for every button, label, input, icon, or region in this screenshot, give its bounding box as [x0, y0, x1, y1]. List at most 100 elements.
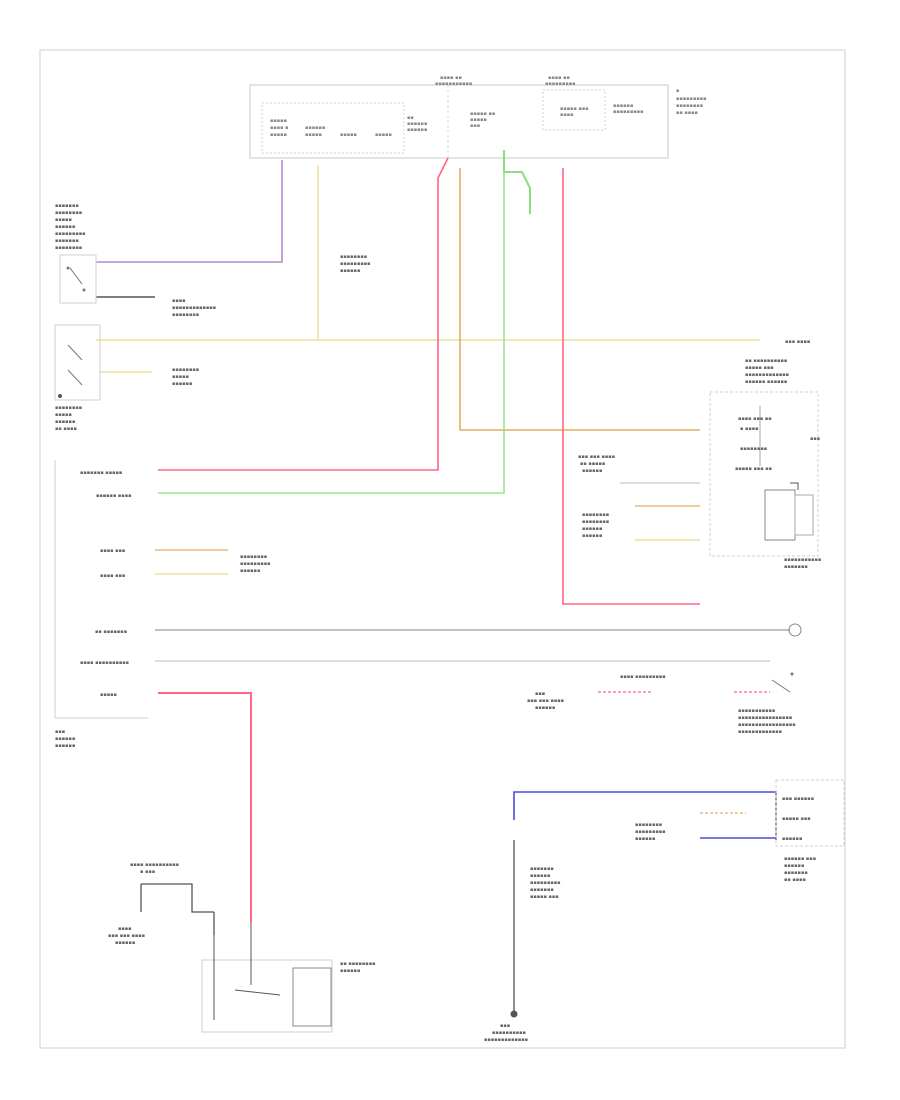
svg-text:▪▪: ▪▪ [407, 115, 414, 121]
svg-text:▪: ▪ [676, 88, 679, 94]
svg-text:▪▪▪▪▪ ▪▪: ▪▪▪▪▪ ▪▪ [470, 111, 495, 117]
wire-blue [513, 791, 776, 820]
svg-text:▪▪▪▪: ▪▪▪▪ [118, 926, 132, 932]
svg-text:▪ ▪▪▪: ▪ ▪▪▪ [140, 869, 155, 875]
right-bottom-connector: ▪▪▪ ▪▪▪▪▪▪ ▪▪▪▪▪ ▪▪▪ ▪▪▪▪▪▪ ▪▪▪▪▪▪ ▪▪▪ ▪… [530, 779, 845, 900]
svg-text:▪▪▪: ▪▪▪ [535, 691, 545, 697]
svg-text:▪▪▪▪▪▪▪▪: ▪▪▪▪▪▪▪▪ [676, 103, 703, 109]
svg-text:▪▪▪▪: ▪▪▪▪ [172, 298, 186, 304]
svg-text:▪▪▪▪▪▪: ▪▪▪▪▪▪ [240, 568, 260, 574]
right-side-labels: ▪▪▪ ▪▪▪ ▪▪▪▪ ▪▪ ▪▪▪▪▪ ▪▪▪▪▪▪ ▪▪▪▪▪▪▪▪ ▪▪… [172, 254, 615, 574]
svg-text:▪ ▪▪▪▪: ▪ ▪▪▪▪ [740, 426, 759, 432]
svg-text:▪▪▪▪▪▪▪▪▪▪▪▪▪: ▪▪▪▪▪▪▪▪▪▪▪▪▪ [484, 1037, 528, 1043]
svg-text:▪▪▪▪▪▪▪▪: ▪▪▪▪▪▪▪▪ [740, 446, 767, 452]
svg-text:▪▪▪▪ ▪▪: ▪▪▪▪ ▪▪ [548, 75, 570, 81]
svg-text:▪▪▪▪▪▪: ▪▪▪▪▪▪ [172, 381, 192, 387]
svg-text:▪▪▪▪▪▪▪: ▪▪▪▪▪▪▪ [530, 887, 554, 893]
bottom-left-switch-box: ▪▪▪▪ ▪▪▪▪▪▪▪▪▪▪ ▪ ▪▪▪ ▪▪▪▪ ▪▪▪ ▪▪▪ ▪▪▪▪ … [108, 862, 375, 1033]
svg-text:▪▪▪▪▪ ▪▪▪: ▪▪▪▪▪ ▪▪▪ [560, 106, 589, 112]
svg-text:▪▪▪: ▪▪▪ [500, 1023, 510, 1029]
svg-text:▪▪▪▪▪: ▪▪▪▪▪ [470, 117, 487, 123]
svg-text:▪▪▪▪▪▪▪▪▪: ▪▪▪▪▪▪▪▪▪ [340, 261, 371, 267]
svg-text:▪▪▪▪▪▪▪▪▪: ▪▪▪▪▪▪▪▪▪ [545, 81, 576, 87]
svg-text:▪▪▪▪▪▪▪▪: ▪▪▪▪▪▪▪▪ [582, 519, 609, 525]
svg-text:▪▪▪▪▪▪: ▪▪▪▪▪▪ [582, 526, 602, 532]
wire-red-left [158, 157, 449, 471]
right-instrument-box: ▪▪▪▪ ▪▪▪ ▪▪ ▪ ▪▪▪▪ ▪▪▪▪▪▪▪▪ ▪▪▪▪▪ ▪▪▪ ▪▪… [709, 339, 821, 570]
svg-text:▪▪▪▪▪▪▪▪: ▪▪▪▪▪▪▪▪ [172, 367, 199, 373]
svg-text:▪▪▪▪▪▪: ▪▪▪▪▪▪ [55, 224, 75, 230]
svg-text:▪▪▪▪▪▪ ▪▪▪▪▪▪: ▪▪▪▪▪▪ ▪▪▪▪▪▪ [745, 379, 787, 385]
svg-text:▪▪▪▪▪▪ ▪▪▪▪: ▪▪▪▪▪▪ ▪▪▪▪ [96, 493, 131, 499]
svg-text:▪▪▪▪▪▪▪: ▪▪▪▪▪▪▪ [55, 203, 79, 209]
wire-red-bottom [158, 692, 252, 922]
svg-text:▪▪ ▪▪▪▪▪: ▪▪ ▪▪▪▪▪ [580, 461, 605, 467]
left-switch-lower: ▪▪▪▪▪▪▪▪ ▪▪▪▪▪ ▪▪▪▪▪▪ ▪▪ ▪▪▪▪ [54, 324, 101, 432]
svg-text:▪▪▪▪▪ ▪▪▪ ▪▪: ▪▪▪▪▪ ▪▪▪ ▪▪ [735, 466, 772, 472]
svg-text:▪▪▪▪▪▪: ▪▪▪▪▪▪ [635, 836, 655, 842]
svg-text:▪▪▪▪▪▪: ▪▪▪▪▪▪ [535, 705, 555, 711]
svg-text:▪▪▪▪▪▪: ▪▪▪▪▪▪ [407, 121, 427, 127]
svg-text:▪▪▪▪▪▪▪: ▪▪▪▪▪▪▪ [784, 564, 808, 570]
svg-text:▪▪▪▪▪▪▪▪▪▪▪▪▪: ▪▪▪▪▪▪▪▪▪▪▪▪▪ [172, 305, 216, 311]
top-control-module: ▪▪▪▪ ▪▪ ▪▪▪▪▪▪▪▪▪▪▪ ▪▪▪▪ ▪▪ ▪▪▪▪▪▪▪▪▪ ▪▪… [249, 75, 707, 159]
svg-text:▪▪▪▪▪▪▪▪▪▪▪: ▪▪▪▪▪▪▪▪▪▪▪ [784, 557, 821, 563]
wire-red-right [562, 168, 700, 605]
svg-text:▪▪▪▪▪: ▪▪▪▪▪ [375, 132, 392, 138]
svg-text:▪▪▪▪▪▪▪ ▪▪▪▪▪: ▪▪▪▪▪▪▪ ▪▪▪▪▪ [80, 470, 122, 476]
svg-text:▪▪▪▪▪: ▪▪▪▪▪ [270, 132, 287, 138]
ground-point: ▪▪▪ ▪▪▪▪▪▪▪▪▪▪ ▪▪▪▪▪▪▪▪▪▪▪▪▪ [484, 1010, 528, 1043]
svg-text:▪▪▪▪▪▪: ▪▪▪▪▪▪ [340, 268, 360, 274]
svg-text:▪▪▪▪▪▪: ▪▪▪▪▪▪ [582, 533, 602, 539]
svg-text:▪▪▪▪▪▪▪▪▪▪▪: ▪▪▪▪▪▪▪▪▪▪▪ [435, 81, 472, 87]
svg-text:▪▪▪▪▪: ▪▪▪▪▪ [305, 132, 322, 138]
svg-text:▪▪▪▪▪ ▪▪▪: ▪▪▪▪▪ ▪▪▪ [782, 816, 811, 822]
svg-text:▪▪▪▪▪▪▪▪▪▪▪▪▪: ▪▪▪▪▪▪▪▪▪▪▪▪▪ [745, 372, 789, 378]
svg-text:▪▪▪▪ ▪▪▪: ▪▪▪▪ ▪▪▪ [100, 548, 125, 554]
diagram-frame [39, 49, 846, 1049]
svg-text:▪▪▪▪▪: ▪▪▪▪▪ [270, 118, 287, 124]
svg-text:▪▪▪▪ ▪▪▪ ▪▪: ▪▪▪▪ ▪▪▪ ▪▪ [738, 416, 772, 422]
svg-text:▪▪▪▪▪▪▪▪▪▪: ▪▪▪▪▪▪▪▪▪▪ [492, 1030, 526, 1036]
svg-text:▪▪▪▪▪: ▪▪▪▪▪ [55, 412, 72, 418]
svg-text:▪▪▪▪▪▪▪: ▪▪▪▪▪▪▪ [784, 870, 808, 876]
svg-text:▪▪▪▪▪▪: ▪▪▪▪▪▪ [305, 125, 325, 131]
svg-text:▪▪ ▪▪▪▪▪▪▪▪▪▪: ▪▪ ▪▪▪▪▪▪▪▪▪▪ [745, 358, 787, 364]
svg-text:▪▪▪▪ ▪▪▪▪▪▪▪▪▪: ▪▪▪▪ ▪▪▪▪▪▪▪▪▪ [620, 674, 666, 680]
svg-text:▪▪▪▪▪▪: ▪▪▪▪▪▪ [55, 743, 75, 749]
svg-text:▪▪▪▪▪▪▪▪▪: ▪▪▪▪▪▪▪▪▪ [530, 880, 561, 886]
svg-text:▪▪▪▪▪▪▪: ▪▪▪▪▪▪▪ [55, 238, 79, 244]
svg-text:▪▪▪▪▪▪▪▪: ▪▪▪▪▪▪▪▪ [582, 512, 609, 518]
svg-text:▪▪ ▪▪▪▪: ▪▪ ▪▪▪▪ [55, 426, 77, 432]
svg-text:▪▪▪▪▪▪: ▪▪▪▪▪▪ [55, 736, 75, 742]
svg-text:▪▪ ▪▪▪▪▪▪▪▪: ▪▪ ▪▪▪▪▪▪▪▪ [340, 961, 375, 967]
svg-text:▪▪▪▪▪▪▪▪: ▪▪▪▪▪▪▪▪ [240, 554, 267, 560]
svg-text:▪▪▪▪ ▪▪▪: ▪▪▪▪ ▪▪▪ [100, 573, 125, 579]
svg-text:▪▪▪ ▪▪▪▪▪▪: ▪▪▪ ▪▪▪▪▪▪ [782, 796, 814, 802]
wire-green-long [158, 172, 505, 494]
svg-text:▪▪▪ ▪▪▪ ▪▪▪▪: ▪▪▪ ▪▪▪ ▪▪▪▪ [108, 933, 145, 939]
svg-text:▪▪▪▪▪▪: ▪▪▪▪▪▪ [530, 873, 550, 879]
left-switch-upper: ▪▪▪▪▪▪▪ ▪▪▪▪▪▪▪▪ ▪▪▪▪▪ ▪▪▪▪▪▪ ▪▪▪▪▪▪▪▪▪ … [55, 203, 97, 304]
svg-text:▪▪▪▪▪▪▪▪: ▪▪▪▪▪▪▪▪ [172, 312, 199, 318]
svg-text:▪▪ ▪▪▪▪: ▪▪ ▪▪▪▪ [784, 877, 806, 883]
svg-text:▪▪▪▪▪▪▪▪▪: ▪▪▪▪▪▪▪▪▪ [635, 829, 666, 835]
svg-text:▪▪▪▪▪▪▪▪: ▪▪▪▪▪▪▪▪ [55, 245, 82, 251]
wire-violet [96, 160, 283, 263]
svg-text:▪▪▪▪▪: ▪▪▪▪▪ [172, 374, 189, 380]
svg-text:▪▪▪▪▪▪: ▪▪▪▪▪▪ [115, 940, 135, 946]
svg-text:▪▪▪▪▪▪▪▪: ▪▪▪▪▪▪▪▪ [55, 210, 82, 216]
svg-text:▪▪▪▪ ▪: ▪▪▪▪ ▪ [270, 125, 289, 131]
svg-text:▪▪▪ ▪▪▪▪: ▪▪▪ ▪▪▪▪ [785, 339, 810, 345]
svg-text:▪▪▪▪▪ ▪▪▪: ▪▪▪▪▪ ▪▪▪ [530, 894, 559, 900]
right-side-switch: ▪▪▪▪▪▪▪▪▪▪▪ ▪▪▪▪▪▪▪▪▪▪▪▪▪▪▪▪ ▪▪▪▪▪▪▪▪▪▪▪… [527, 623, 802, 735]
svg-text:▪▪ ▪▪▪▪: ▪▪ ▪▪▪▪ [676, 110, 698, 116]
svg-text:▪▪▪▪▪▪▪▪▪: ▪▪▪▪▪▪▪▪▪ [676, 96, 707, 102]
svg-text:▪▪▪▪▪▪▪▪▪▪▪▪▪▪▪▪: ▪▪▪▪▪▪▪▪▪▪▪▪▪▪▪▪ [738, 715, 792, 721]
svg-text:▪▪▪▪: ▪▪▪▪ [560, 112, 574, 118]
wire-green [503, 150, 531, 214]
svg-text:▪▪ ▪▪▪▪▪▪▪: ▪▪ ▪▪▪▪▪▪▪ [95, 629, 127, 635]
svg-text:▪▪▪▪▪: ▪▪▪▪▪ [340, 132, 357, 138]
svg-text:▪▪▪▪ ▪▪: ▪▪▪▪ ▪▪ [440, 75, 462, 81]
